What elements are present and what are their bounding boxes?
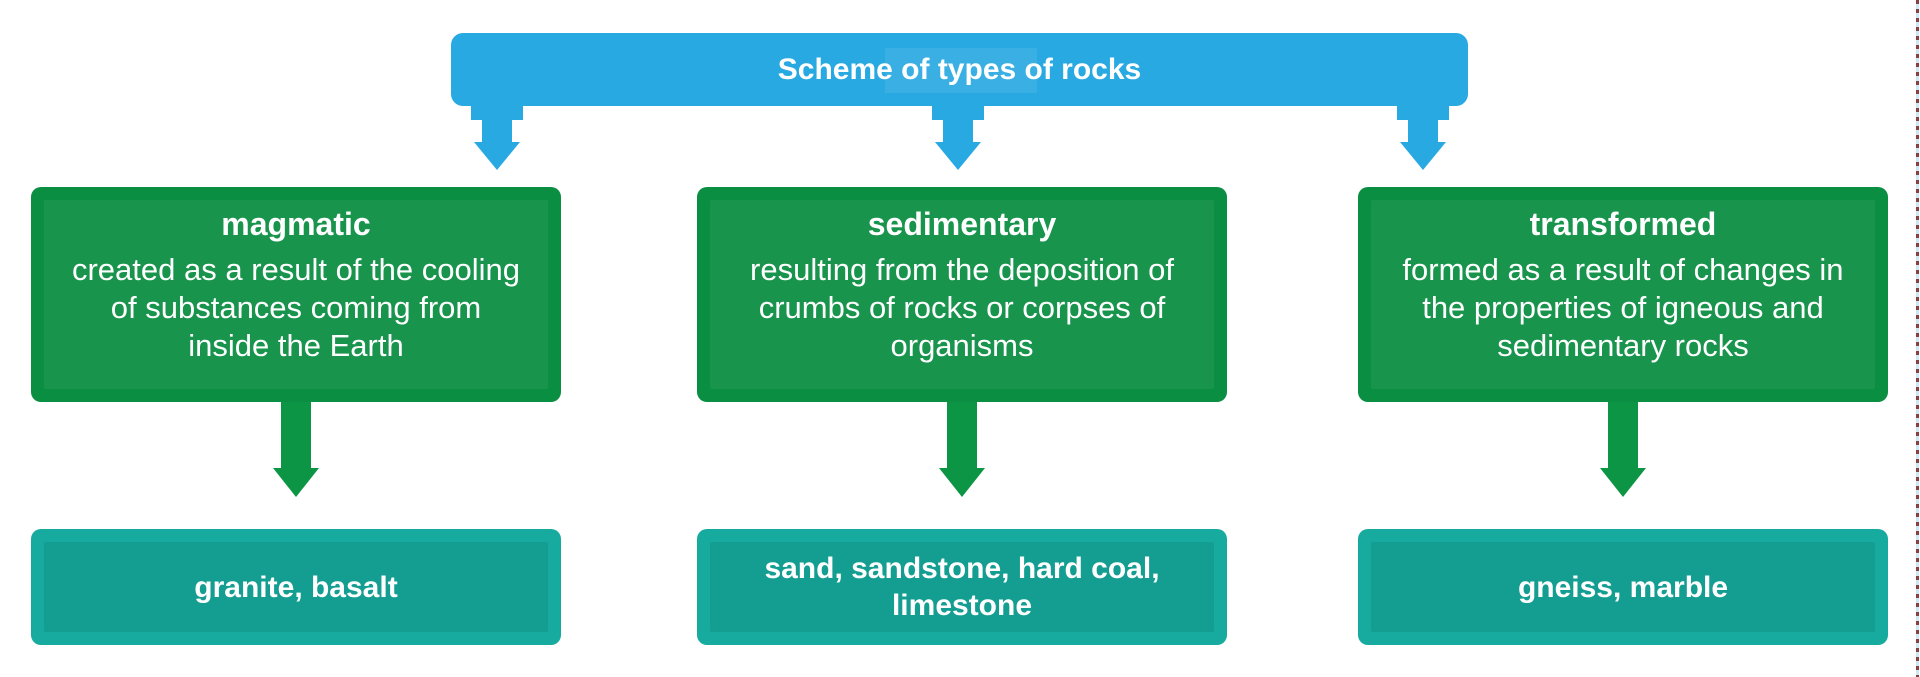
type-description: formed as a result of changes in the pro… (1402, 252, 1844, 363)
examples-text: granite, basalt (194, 570, 398, 604)
title-highlight (885, 48, 1037, 93)
type-heading: sedimentary (867, 206, 1057, 242)
arrow-down-icon (1397, 106, 1449, 170)
arrow-down-icon (939, 402, 985, 497)
node-inner-panel (1371, 542, 1875, 632)
diagram-title-bar: Scheme of types of rocks (451, 33, 1468, 106)
node-inner-panel (44, 542, 548, 632)
type-heading: magmatic (221, 206, 371, 242)
node-inner-panel (710, 542, 1214, 632)
examples-magmatic: granite, basalt (31, 529, 561, 645)
type-heading: transformed (1529, 206, 1717, 242)
page-break-dashed-line (1916, 0, 1919, 677)
examples-sedimentary: sand, sandstone, hard coal, limestone (697, 529, 1227, 645)
examples-text: gneiss, marble (1517, 570, 1729, 604)
node-magmatic: magmatic created as a result of the cool… (31, 187, 561, 402)
node-sedimentary: sedimentary resulting from the depositio… (697, 187, 1227, 402)
node-inner-panel (44, 200, 548, 389)
arrow-down-icon (471, 106, 523, 170)
arrow-down-icon (1600, 402, 1646, 497)
examples-text: sand, sandstone, hard coal, limestone (764, 552, 1160, 622)
arrow-down-icon (273, 402, 319, 497)
type-description: created as a result of the cooling of su… (71, 252, 521, 363)
diagram-title: Scheme of types of rocks (777, 52, 1142, 86)
node-inner-panel (1371, 200, 1875, 389)
type-description: resulting from the deposition of crumbs … (750, 252, 1174, 363)
examples-transformed: gneiss, marble (1358, 529, 1888, 645)
node-inner-panel (710, 200, 1214, 389)
node-transformed: transformed formed as a result of change… (1358, 187, 1888, 402)
arrow-down-icon (932, 106, 984, 170)
